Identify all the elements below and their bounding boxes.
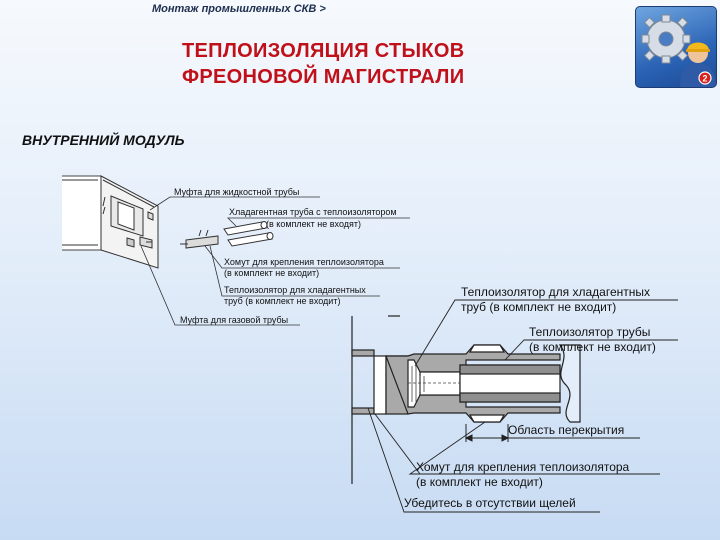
- label-pipe-insulator-note: труб (в комплект не входит): [224, 296, 340, 306]
- badge-number: 2: [702, 74, 707, 84]
- breadcrumb[interactable]: Монтаж промышленных СКВ >: [152, 3, 326, 15]
- page-title-line-1: ТЕПЛОИЗОЛЯЦИЯ СТЫКОВ: [182, 40, 465, 62]
- label-pipe-with-insulation-note: (в комплект не входят): [266, 219, 361, 229]
- top-labels: Муфта для жидкостной трубы Хладагентная …: [174, 187, 397, 325]
- label-insulation-clamp: Хомут для крепления теплоизолятора: [416, 460, 630, 474]
- overlap-area-dimension: [464, 424, 640, 442]
- label-pipe-with-insulation: Хладагентная труба с теплоизолятором: [229, 207, 397, 217]
- label-no-gaps: Убедитесь в отсутствии щелей: [404, 496, 576, 510]
- app-logo: 2: [635, 6, 717, 88]
- bottom-labels: Теплоизолятор для хладагентных труб (в к…: [404, 285, 656, 510]
- pipe-break-mark: [558, 344, 581, 423]
- label-clamp: Хомут для крепления теплоизолятора: [224, 257, 384, 267]
- indoor-unit-drawing: [62, 175, 159, 269]
- bottom-leader-lines: [367, 299, 678, 513]
- label-pipe-insulator-note: (в комплект не входит): [529, 340, 656, 354]
- badge: 2: [698, 71, 712, 85]
- label-gas-coupling: Муфта для газовой трубы: [180, 315, 288, 325]
- label-overlap-area: Область перекрытия: [508, 423, 624, 437]
- label-clamp-note: (в комплект не входит): [224, 268, 319, 278]
- section-title: ВНУТРЕННИЙ МОДУЛЬ: [22, 132, 185, 148]
- page-title: ТЕПЛОИЗОЛЯЦИЯ СТЫКОВ ФРЕОНОВОЙ МАГИСТРАЛ…: [182, 38, 465, 90]
- gear-icon: [641, 14, 691, 64]
- label-pipe-insulator: Теплоизолятор трубы: [529, 325, 650, 339]
- label-insulation-clamp-note: (в комплект не входит): [416, 475, 543, 489]
- label-liquid-coupling: Муфта для жидкостной трубы: [174, 187, 299, 197]
- fitting-hatching: [408, 366, 460, 402]
- top-leader-lines: [140, 196, 410, 326]
- joint-cross-section: [351, 315, 561, 484]
- label-refrigerant-insulator: Теплоизолятор для хладагентных: [461, 285, 650, 299]
- label-refrigerant-insulator-note: труб (в комплект не входит): [461, 300, 616, 314]
- refrigerant-pipe-parts: [180, 221, 274, 249]
- gear-worker-icon: 2: [641, 14, 716, 87]
- page-title-line-2: ФРЕОНОВОЙ МАГИСТРАЛИ: [182, 66, 465, 88]
- label-pipe-insulator: Теплоизолятор для хладагентных: [224, 285, 366, 295]
